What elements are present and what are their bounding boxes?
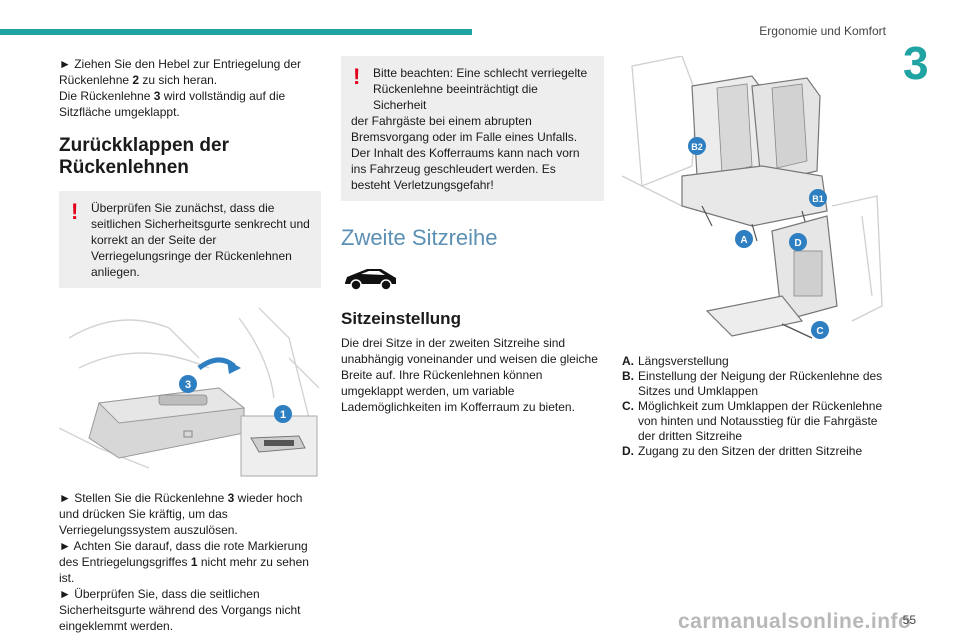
- figure-label-b2: B2: [691, 142, 703, 152]
- header-accent-bar: [0, 29, 472, 35]
- figure-label-d: D: [794, 238, 801, 249]
- column-middle: ! Bitte beachten: Eine schlecht verriege…: [341, 56, 604, 415]
- backrest-drawing: 3 1: [58, 298, 321, 478]
- step-3: ► Überprüfen Sie, dass die seitlichen Si…: [59, 587, 301, 633]
- warning-text: Überprüfen Sie zunächst, dass die seitli…: [91, 201, 310, 279]
- section-title-second-row: Zweite Sitzreihe: [341, 225, 498, 250]
- legend-item: D.Zugang zu den Sitzen der dritten Sitzr…: [622, 444, 863, 458]
- seat-adjustment-body: Die drei Sitze in der zweiten Sitzreihe …: [341, 336, 598, 414]
- column-left: ► Ziehen Sie den Hebel zur Entriegelung …: [58, 56, 321, 634]
- backrest-illustration: 3 1: [58, 298, 321, 478]
- figure-label-3: 3: [185, 379, 191, 391]
- figure-marker-b2: [688, 137, 706, 155]
- figure-legend: A.Längsverstellung B.Einstellung der Nei…: [622, 354, 890, 459]
- legend-item: C.Möglichkeit zum Umklappen der Rückenle…: [622, 399, 883, 443]
- figure-marker-3: [179, 375, 197, 393]
- warning-box-lock: ! Bitte beachten: Eine schlecht verriege…: [341, 56, 604, 201]
- warning-icon: !: [71, 199, 79, 224]
- page-number: 55: [902, 613, 916, 627]
- header-title: Ergonomie und Komfort: [759, 24, 886, 38]
- column-right: B2 B1 A D C A.Längsverstellung B.Einstel…: [621, 55, 890, 459]
- figure-marker-c: [811, 321, 829, 339]
- figure-label-1: 1: [280, 409, 286, 421]
- figure-label-b1: B1: [812, 194, 824, 204]
- seats-drawing: B2 B1 A D C: [621, 55, 883, 339]
- figure-marker-d: [789, 233, 807, 251]
- legend-item: A.Längsverstellung: [622, 354, 729, 368]
- chapter-number: 3: [903, 37, 929, 89]
- figure-marker-1: [274, 405, 292, 423]
- warning-box: ! Überprüfen Sie zunächst, dass die seit…: [59, 191, 321, 288]
- intro-paragraph: ► Ziehen Sie den Hebel zur Entriegelung …: [59, 57, 302, 119]
- legend-item: B.Einstellung der Neigung der Rückenlehn…: [622, 369, 883, 398]
- warning-icon: !: [353, 64, 361, 89]
- figure-marker-a: [735, 230, 753, 248]
- second-row-seats-illustration: B2 B1 A D C: [621, 55, 890, 346]
- figure-marker-b1: [809, 189, 827, 207]
- figure-label-c: C: [816, 326, 823, 337]
- sub-heading-seat-adjustment: Sitzeinstellung: [341, 309, 461, 328]
- step-2: ► Achten Sie darauf, dass die rote Marki…: [59, 539, 309, 585]
- section-heading-fold-back: Zurückklappen der Rückenlehnen: [59, 135, 229, 178]
- car-icon: [345, 269, 396, 291]
- watermark: carmanualsonline.info: [678, 610, 912, 633]
- step-1: ► Stellen Sie die Rückenlehne 3 wieder h…: [59, 491, 303, 537]
- figure-label-a: A: [740, 235, 747, 246]
